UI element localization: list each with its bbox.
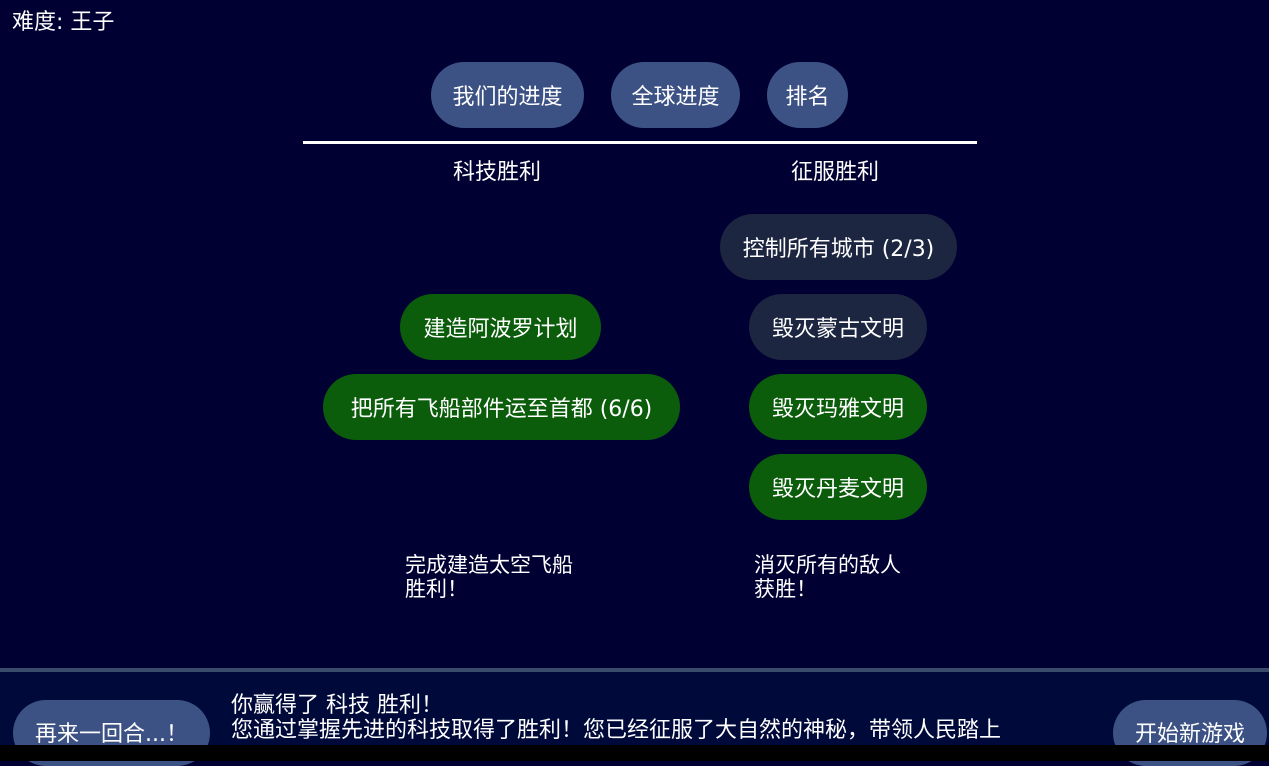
tech-desc-line2: 胜利！ xyxy=(405,577,468,601)
control-cities-goal: 控制所有城市 (2/3) xyxy=(720,214,957,280)
conquest-desc-line1: 消灭所有的敌人 xyxy=(754,553,901,577)
tab-our-progress[interactable]: 我们的进度 xyxy=(431,62,584,128)
footer-panel xyxy=(0,672,1269,746)
tech-desc-line1: 完成建造太空飞船 xyxy=(405,553,573,577)
divider xyxy=(303,141,977,144)
footer-divider xyxy=(0,668,1269,672)
destroy-denmark-goal: 毁灭丹麦文明 xyxy=(749,454,927,520)
apollo-program-goal: 建造阿波罗计划 xyxy=(400,294,601,360)
spaceship-parts-goal: 把所有飞船部件运至首都 (6/6) xyxy=(323,374,680,440)
victory-message: 您通过掌握先进的科技取得了胜利！您已经征服了大自然的神秘，带领人民踏上 xyxy=(231,718,1002,743)
difficulty-label: 难度: 王子 xyxy=(12,10,115,35)
conquest-victory-description: 消灭所有的敌人 获胜！ xyxy=(754,553,901,601)
destroy-maya-goal: 毁灭玛雅文明 xyxy=(749,374,927,440)
tab-global-progress[interactable]: 全球进度 xyxy=(611,62,740,128)
conquest-victory-title: 征服胜利 xyxy=(791,160,880,185)
victory-headline: 你赢得了 科技 胜利！ xyxy=(231,693,443,718)
system-bar xyxy=(0,745,1269,761)
tech-victory-description: 完成建造太空飞船 胜利！ xyxy=(405,553,573,601)
tech-victory-title: 科技胜利 xyxy=(453,160,542,185)
conquest-desc-line2: 获胜！ xyxy=(754,577,817,601)
destroy-mongolia-goal: 毁灭蒙古文明 xyxy=(749,294,927,360)
tab-rankings[interactable]: 排名 xyxy=(767,62,848,128)
